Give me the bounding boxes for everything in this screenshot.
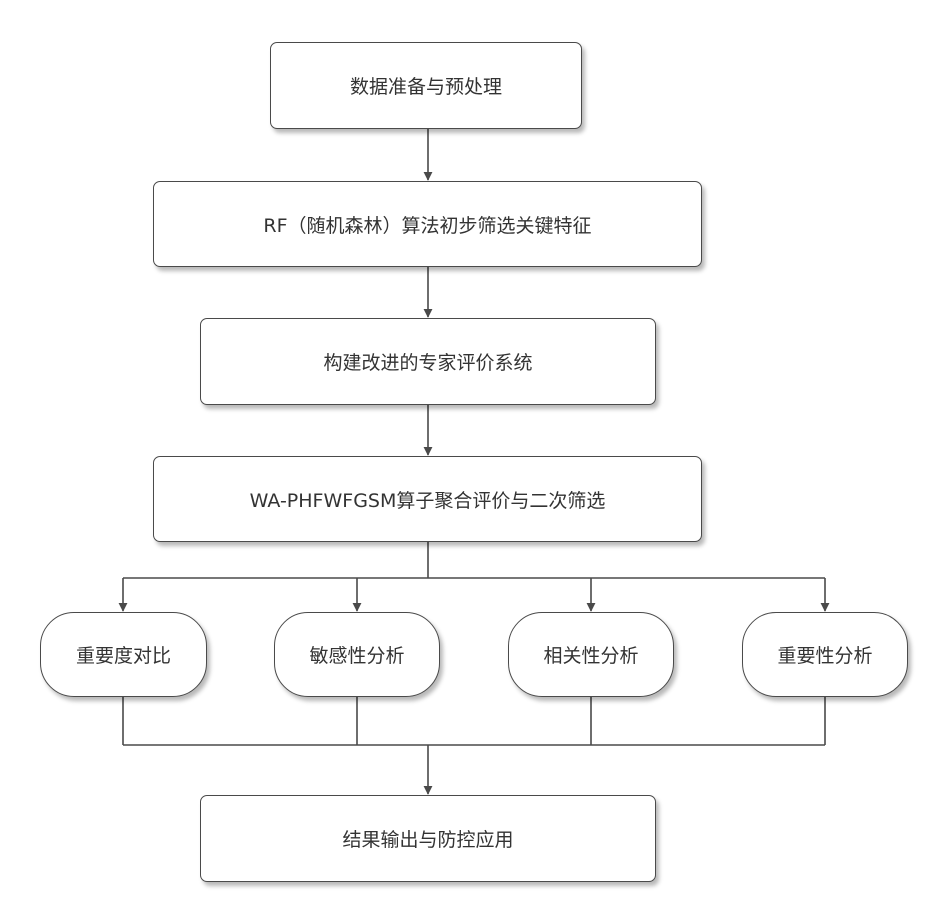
- branch-importance-analysis: 重要性分析: [742, 612, 908, 697]
- step-operator-aggregation: WA-PHFWFGSM算子聚合评价与二次筛选: [153, 456, 702, 542]
- step-rf-feature-screening: RF（随机森林）算法初步筛选关键特征: [153, 181, 702, 267]
- step-operator-aggregation-label: WA-PHFWFGSM算子聚合评价与二次筛选: [250, 486, 606, 513]
- branch-correlation-analysis-label: 相关性分析: [543, 641, 638, 668]
- branch-sensitivity-analysis-label: 敏感性分析: [309, 641, 404, 668]
- branch-sensitivity-analysis: 敏感性分析: [274, 612, 440, 697]
- step-rf-feature-screening-label: RF（随机森林）算法初步筛选关键特征: [263, 211, 591, 238]
- branch-importance-analysis-label: 重要性分析: [777, 641, 872, 668]
- step-result-output: 结果输出与防控应用: [200, 795, 656, 882]
- branch-importance-comparison-label: 重要度对比: [76, 641, 171, 668]
- step-data-preparation: 数据准备与预处理: [270, 42, 582, 129]
- step-result-output-label: 结果输出与防控应用: [342, 825, 513, 852]
- branch-correlation-analysis: 相关性分析: [508, 612, 674, 697]
- step-expert-evaluation-system: 构建改进的专家评价系统: [200, 318, 656, 405]
- branch-importance-comparison: 重要度对比: [40, 612, 207, 697]
- step-expert-evaluation-system-label: 构建改进的专家评价系统: [323, 348, 532, 375]
- step-data-preparation-label: 数据准备与预处理: [350, 72, 502, 99]
